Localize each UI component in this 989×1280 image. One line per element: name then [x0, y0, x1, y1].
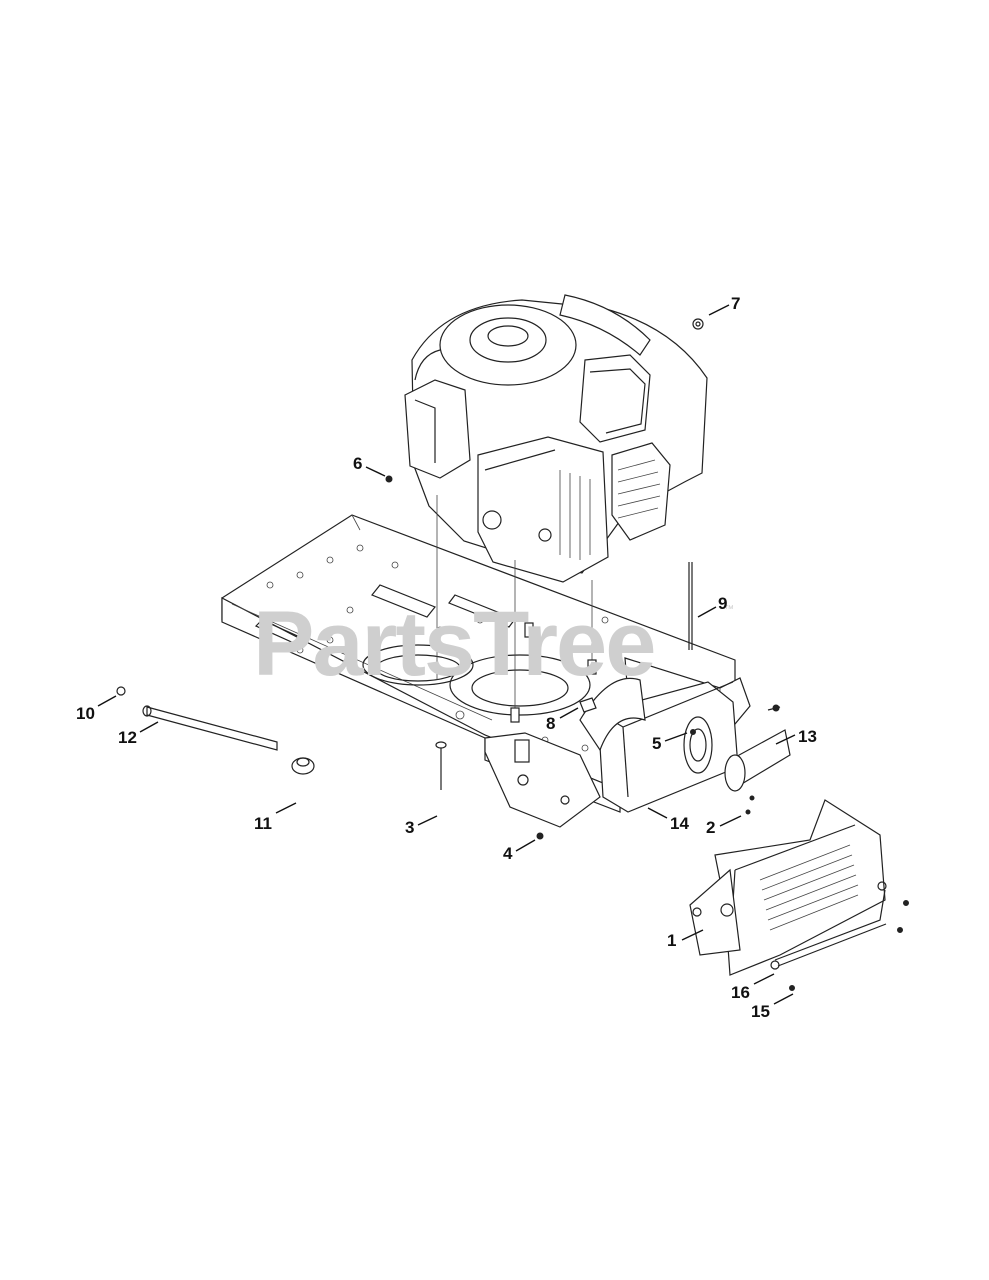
part-label-14[interactable]: 14 [670, 814, 689, 833]
loose-parts-drawing [116, 318, 755, 840]
watermark-trademark: ™ [724, 604, 734, 615]
watermark: PartsTree ™ [253, 593, 734, 695]
part-label-7[interactable]: 7 [731, 294, 740, 313]
part-label-4[interactable]: 4 [503, 844, 513, 863]
part-label-5[interactable]: 5 [652, 734, 661, 753]
part-label-16[interactable]: 16 [731, 983, 750, 1002]
part-label-9[interactable]: 9 [718, 594, 727, 613]
part-label-2[interactable]: 2 [706, 818, 715, 837]
muffler-drawing [579, 677, 791, 813]
heat-shield-drawing [689, 799, 909, 991]
part-label-6[interactable]: 6 [353, 454, 362, 473]
part-label-12[interactable]: 12 [118, 728, 137, 747]
part-label-13[interactable]: 13 [798, 727, 817, 746]
part-label-8[interactable]: 8 [546, 714, 555, 733]
part-label-10[interactable]: 10 [76, 704, 95, 723]
engine-drawing [404, 294, 708, 723]
part-label-3[interactable]: 3 [405, 818, 414, 837]
part-label-11[interactable]: 11 [254, 814, 272, 833]
part-label-1[interactable]: 1 [667, 931, 676, 950]
callouts: 1 2 3 4 5 6 7 8 9 10 11 12 13 [76, 294, 817, 1021]
part-label-15[interactable]: 15 [751, 1002, 770, 1021]
watermark-text: PartsTree [253, 593, 654, 695]
